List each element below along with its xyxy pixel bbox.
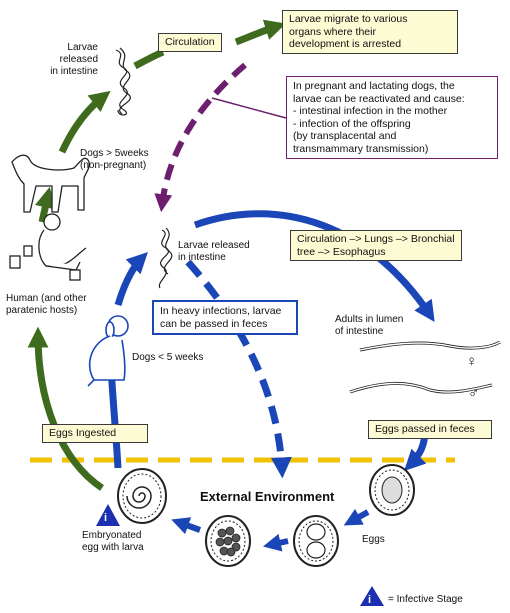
arrow-puppy-to-larvae [114,252,148,307]
arrow-dog-to-larvae [58,90,111,154]
label-eggs-ingested: Eggs Ingested [42,424,148,443]
label-infective-stage: = Infective Stage [388,594,463,605]
label-adults-lumen: Adults in lumen of intestine [335,314,404,337]
label-eggs: Eggs [362,534,385,545]
male-symbol: ♂ [468,385,480,402]
label-eggs-passed-feces: Eggs passed in feces [368,420,492,439]
pregnant-connector [211,97,287,119]
larvae-coil-middle [158,227,173,289]
label-larvae-migrate: Larvae migrate to various organs where t… [282,10,458,54]
arrow-egg-to-egg-1 [343,508,370,526]
adult-worm-female-inner [359,341,501,351]
label-circulation: Circulation [158,33,222,52]
adult-worm-male-inner [349,382,493,393]
egg-two-cell [293,515,339,567]
egg-embryonated [117,468,167,524]
label-larvae-released-middle: Larvae released in intestine [178,240,250,263]
arrow-larvae-heavy-to-environment [185,259,292,479]
label-embryonated-egg: Embryonated egg with larva [82,530,144,553]
label-human-paratenic: Human (and other paratenic hosts) [6,293,87,316]
label-dogs-over-5-weeks: Dogs > 5weeks (non-pregnant) [80,148,149,171]
arrow-larvae-to-adults [193,210,435,322]
egg-unembryonated [369,464,415,516]
arrow-reactivation [154,62,247,213]
egg-morula [205,515,251,567]
human-figure [9,213,87,281]
arrow-human-to-dog [35,186,56,223]
label-pregnant-lactating: In pregnant and lactating dogs, the larv… [286,76,498,159]
female-symbol: ♀ [466,353,478,370]
adult-dog [11,154,90,213]
arrow-circulation-to-organs [234,19,287,46]
puppy [87,315,129,387]
label-heavy-infections: In heavy infections, larvae can be passe… [152,300,298,335]
infective-stage-glyph-egg: i [104,512,108,524]
label-external-environment: External Environment [200,489,335,504]
arrow-egg-to-egg-2 [262,533,289,552]
arrow-egg-to-egg-3 [171,517,202,535]
infective-stage-icon-egg [96,504,120,526]
infective-stage-glyph-legend: i [368,594,372,606]
infective-stage-icon-legend [360,586,384,606]
label-dogs-under-5-weeks: Dogs < 5 weeks [132,352,204,363]
label-circulation-lungs: Circulation –> Lungs –> Bronchial tree –… [290,230,462,261]
label-larvae-released-top: Larvae released in intestine [50,42,98,77]
arrow-larvae-to-circulation [133,48,165,70]
larvae-coil-top [115,47,131,116]
